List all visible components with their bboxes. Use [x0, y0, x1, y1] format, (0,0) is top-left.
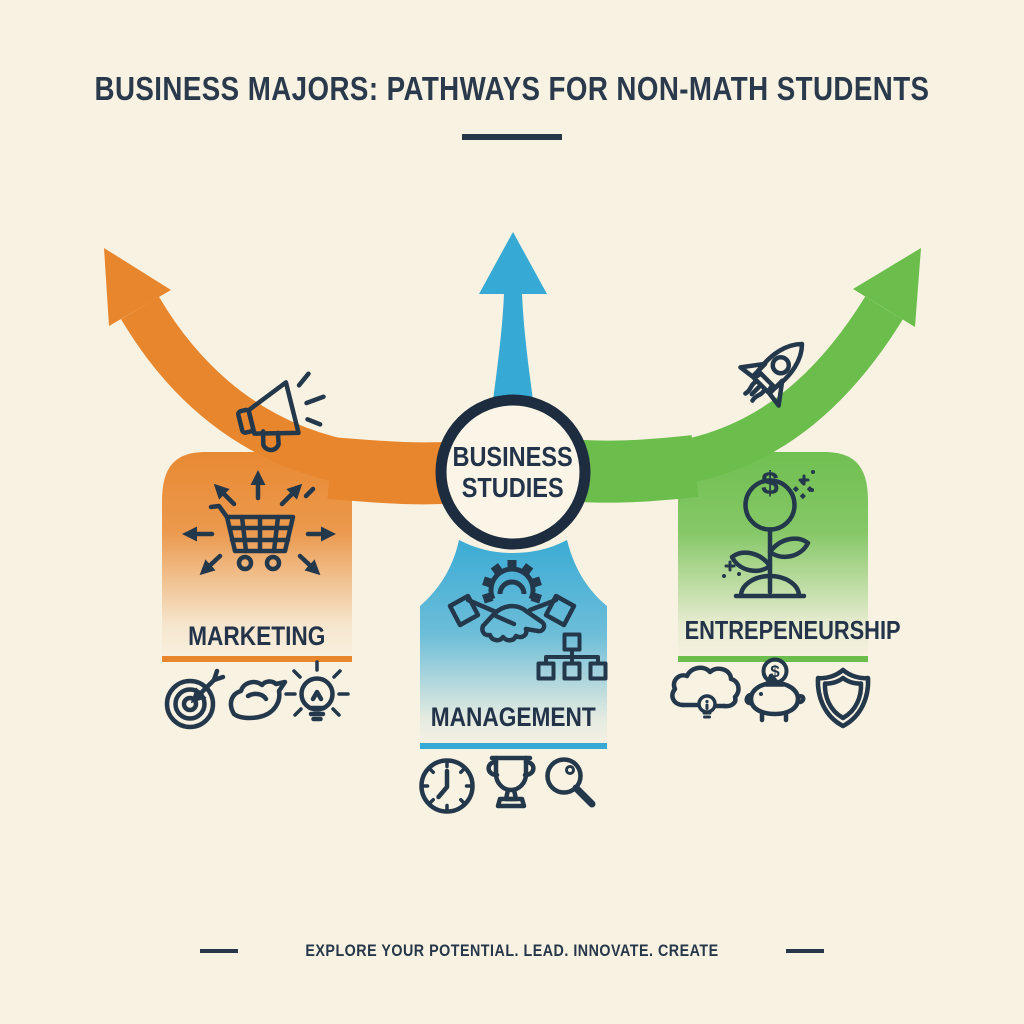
- management-arrowhead: [479, 232, 547, 294]
- entrepreneurship-label: ENTREPENEURSHIP: [684, 615, 901, 645]
- entrepreneurship-block: [678, 452, 868, 662]
- business-line: BUSINESS: [452, 441, 574, 472]
- handshake-gear-icon: [447, 560, 577, 643]
- piggy-dollar-glyph: $: [770, 662, 780, 681]
- studies-line: STUDIES: [462, 472, 564, 503]
- bird-icon: [228, 679, 288, 721]
- plant-dollar-glyph: $: [761, 465, 779, 501]
- magnifier-icon: [545, 757, 596, 808]
- management-label: MANAGEMENT: [430, 702, 596, 732]
- page-title: BUSINESS MAJORS: PATHWAYS FOR NON-MATH S…: [0, 70, 1024, 108]
- page-title-text: BUSINESS MAJORS: PATHWAYS FOR NON-MATH S…: [94, 70, 930, 107]
- rocket-icon: [738, 341, 805, 408]
- marketing-divider: [162, 656, 352, 662]
- shield-icon: [815, 667, 871, 729]
- footer-tagline: EXPLORE YOUR POTENTIAL. LEAD. INNOVATE. …: [305, 941, 719, 960]
- lightbulb-icon: [284, 660, 350, 722]
- management-divider: [420, 743, 607, 749]
- shopping-cart-arrows-icon: [182, 470, 336, 576]
- org-chart-icon: [536, 632, 608, 681]
- idea-cloud-icon: [670, 665, 741, 719]
- business-studies-label: BUSINESS STUDIES: [413, 441, 613, 503]
- marketing-arrow-band: [104, 248, 468, 505]
- target-dart-icon: [164, 668, 226, 730]
- entrepreneurship-arrow-band: [558, 248, 921, 503]
- footer-tagline-row: EXPLORE YOUR POTENTIAL. LEAD. INNOVATE. …: [0, 941, 1024, 961]
- money-plant-icon: [722, 470, 815, 599]
- megaphone-icon: [236, 371, 326, 453]
- footer-left-dash: [200, 949, 238, 953]
- marketing-block: [162, 452, 352, 662]
- marketing-label: MARKETING: [188, 621, 326, 651]
- management-block: [420, 540, 607, 748]
- marketing-arrowhead: [104, 248, 171, 326]
- clock-icon: [419, 758, 475, 814]
- entrepreneurship-arrowhead: [853, 248, 921, 327]
- piggy-bank-icon: [744, 657, 806, 723]
- business-studies-circle: [435, 394, 591, 550]
- trophy-icon: [486, 755, 536, 809]
- footer-right-dash: [786, 949, 824, 953]
- title-divider: [462, 134, 562, 140]
